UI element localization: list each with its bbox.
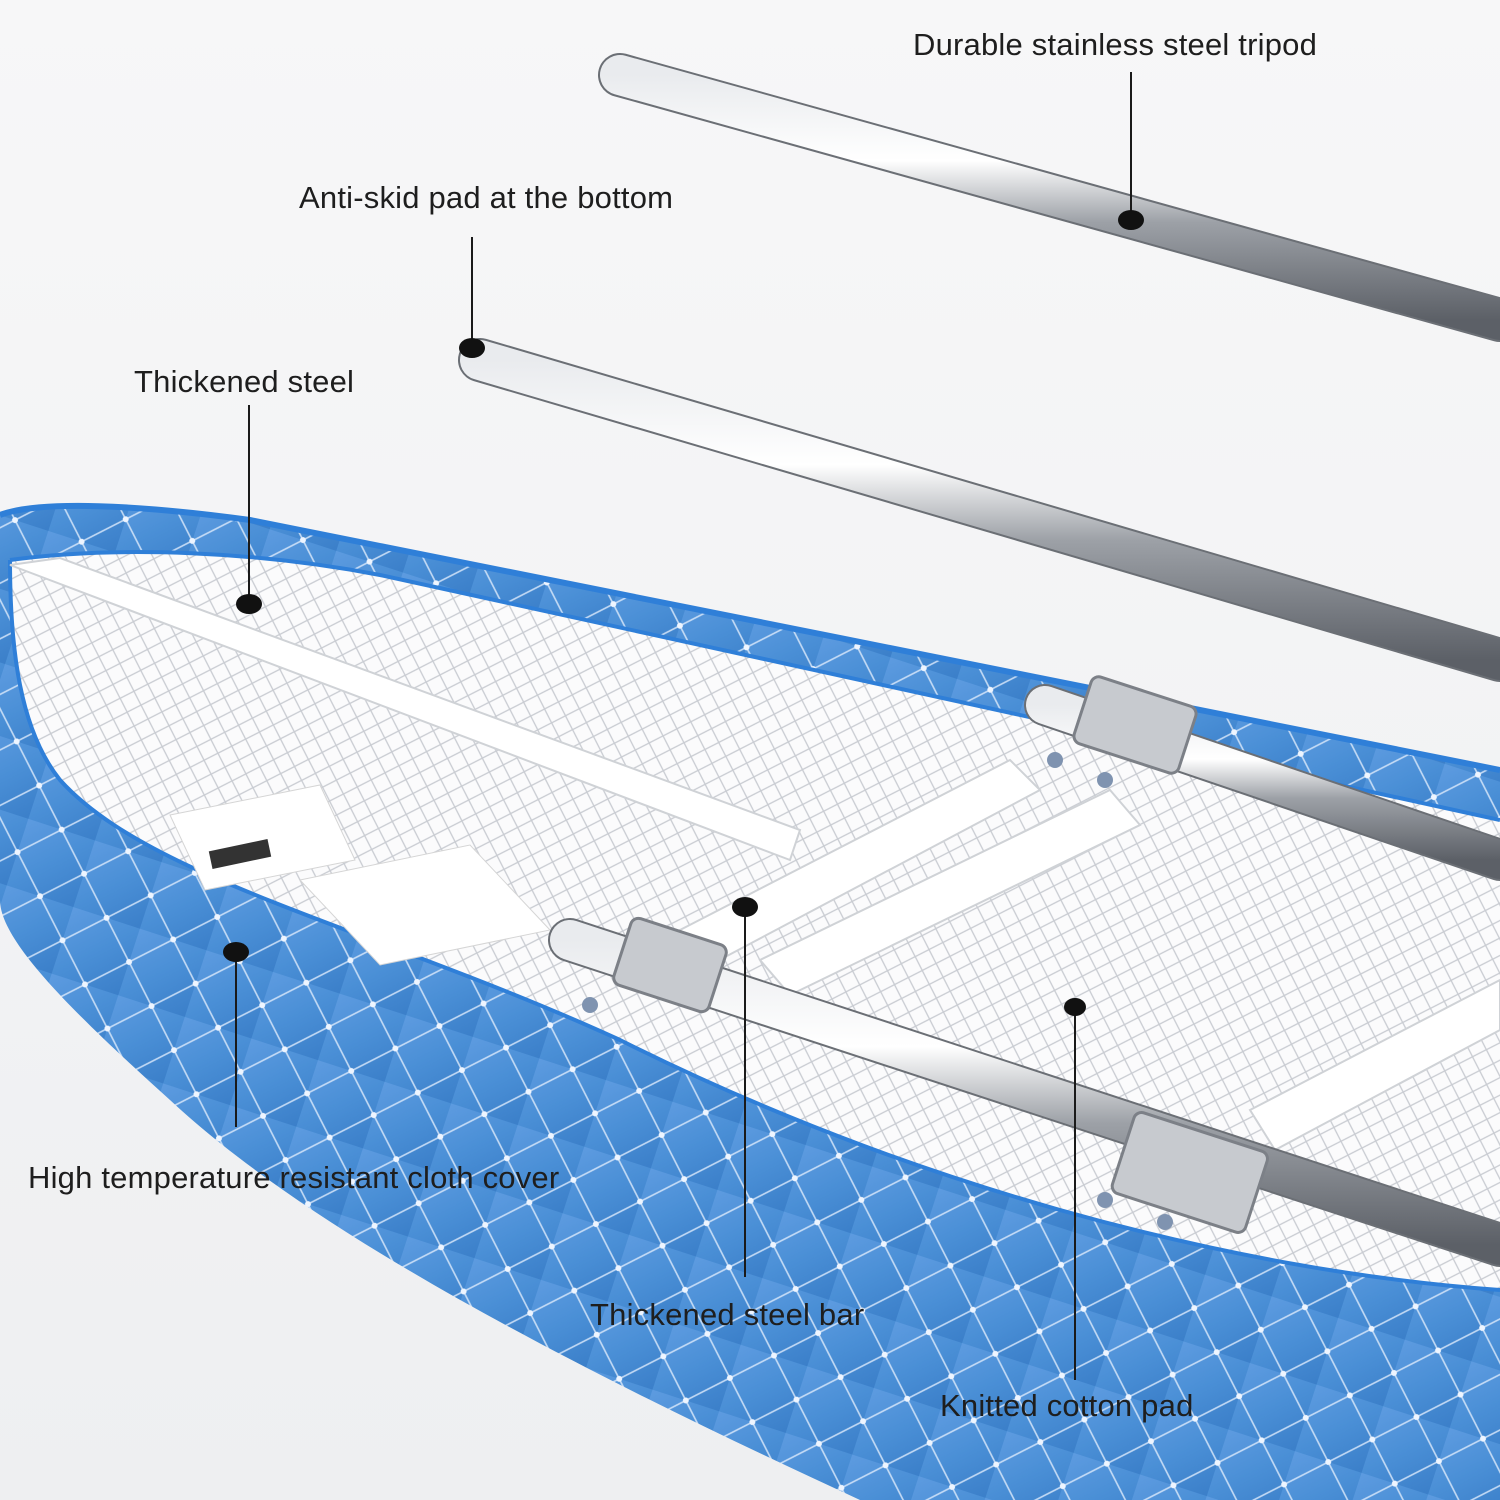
dot-thick-steel [236,594,262,614]
callout-cotton-pad: Knitted cotton pad [940,1388,1194,1423]
callout-tripod: Durable stainless steel tripod [913,27,1318,62]
cover-trim [0,502,1500,773]
dot-bar [732,897,758,917]
white-rail [9,556,802,862]
cross-bar-2 [758,788,1142,997]
hinge-bracket-1 [1047,675,1198,788]
callout-steel-bar: Thickened steel bar [590,1297,865,1332]
mesh-border [8,550,1500,1292]
dot-pad [1064,998,1086,1016]
dot-tripod [1118,210,1144,230]
barcode [208,838,272,870]
hinge-bracket-2 [582,916,728,1014]
product-tag-2 [299,844,551,966]
callout-cloth-cover: High temperature resistant cloth cover [28,1160,560,1195]
hinge-bracket-3 [1097,1111,1269,1234]
steel-tube-top [598,53,1500,342]
leader-dots [223,210,1144,1016]
steel-tube-board-lower [548,918,1500,1267]
steel-tube-middle [458,338,1500,682]
dot-cloth [223,942,249,962]
callout-thickened-steel: Thickened steel [134,364,355,399]
dot-antiskid [459,338,485,358]
callout-antiskid: Anti-skid pad at the bottom [299,180,674,215]
leader-lines [235,72,1132,1380]
cross-bar-3 [1248,978,1500,1152]
